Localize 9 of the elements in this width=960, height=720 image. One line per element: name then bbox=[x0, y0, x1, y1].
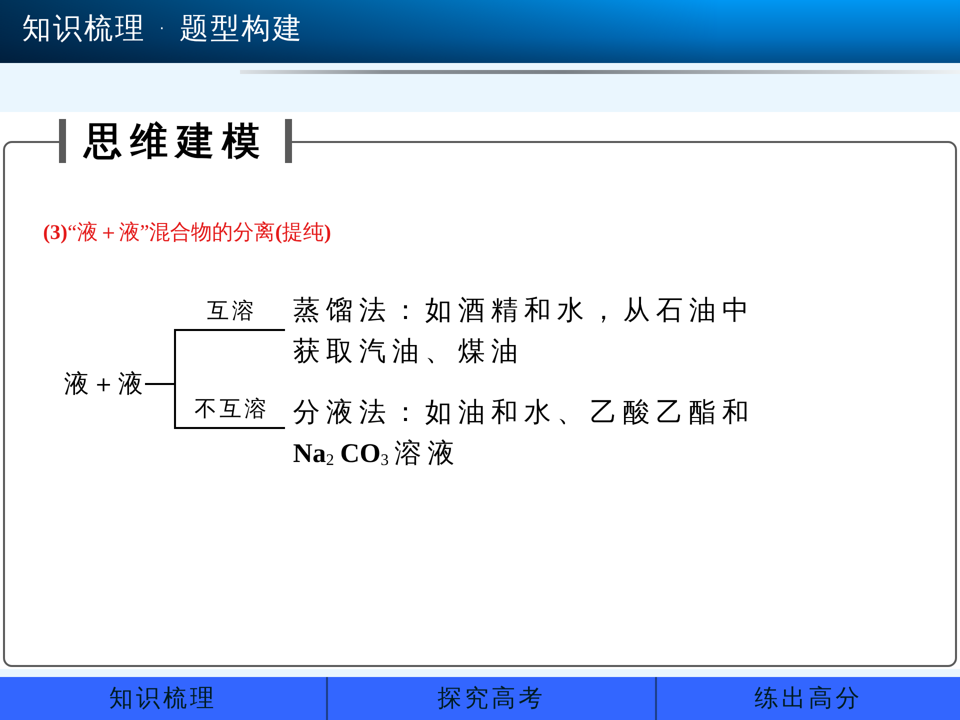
nav-tab: 练出高分 bbox=[657, 677, 960, 720]
section-subtitle: (3)“液＋液”混合物的分离(提纯) bbox=[43, 219, 332, 246]
panel-heading: 思维建模 bbox=[59, 119, 292, 163]
method-text: 分液法：如油和水、乙酸乙酯和Na$_{2}$CO$_{3}$溶液 bbox=[285, 392, 775, 474]
nav-tab: 知识梳理 bbox=[0, 677, 328, 720]
nav-tab: 探究高考 bbox=[328, 677, 657, 720]
page-title: 知识梳理 · 题型构建 bbox=[22, 10, 304, 46]
mixture-term: 液＋液 bbox=[64, 368, 145, 400]
method-text: 蒸馏法：如酒精和水，从石油中获取汽油、煤油 bbox=[285, 290, 775, 372]
